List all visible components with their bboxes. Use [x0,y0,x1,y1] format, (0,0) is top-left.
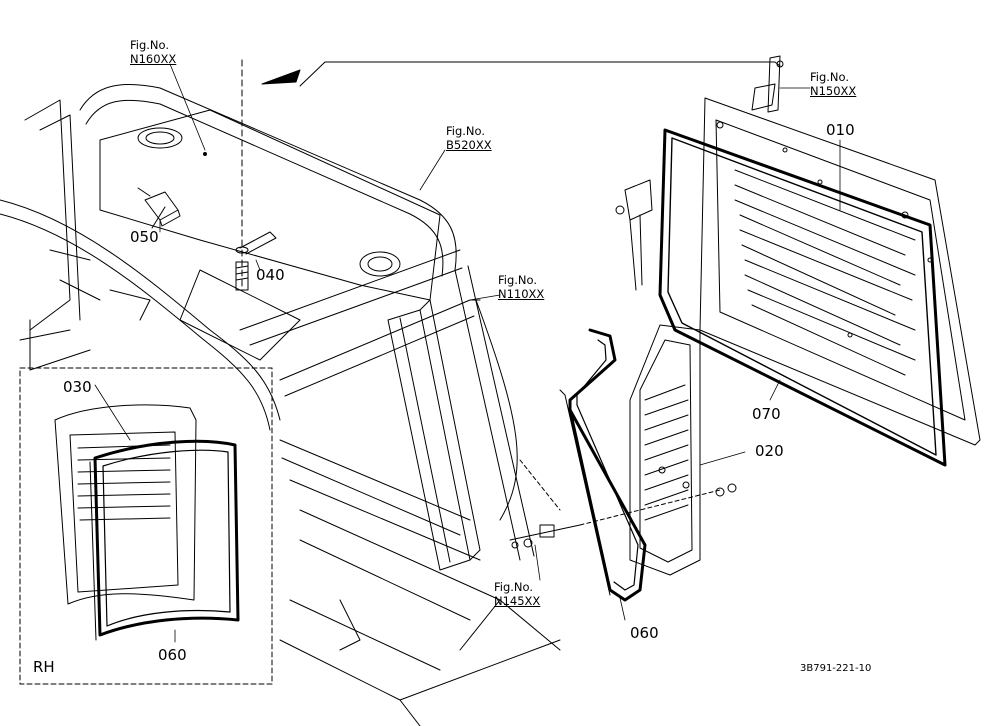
part-label-030: 030 [63,378,92,396]
figref-n160: Fig.No. N160XX [130,38,177,66]
figref-n150-line2: N150XX [810,83,857,98]
figref-n160-line2: N160XX [130,51,177,66]
part-020-side-glass [629,324,701,576]
figref-n145: Fig.No. N145XX [494,580,541,608]
figref-n145-line1: Fig.No. [494,580,534,594]
drawing-reference: 3B791-221-10 [800,663,872,674]
inset-rh-frame [19,367,273,685]
figref-n150-line1: Fig.No. [810,70,850,84]
figref-n150: Fig.No. N150XX [810,70,857,98]
part-060-side-seal [559,328,647,602]
part-label-010: 010 [826,121,855,139]
figref-b520-line1: Fig.No. [446,124,486,138]
part-label-060: 060 [630,624,659,642]
part-070-rear-seal [658,128,947,467]
arrow-n150 [261,69,301,85]
part-label-060-inset: 060 [158,646,187,664]
figref-n145-line2: N145XX [494,593,541,608]
part-040-bolt [235,59,277,291]
part-label-070: 070 [752,405,781,423]
leader-n150 [299,61,781,87]
figref-b520-line2: B520XX [446,137,492,152]
figref-n110-line1: Fig.No. [498,273,538,287]
cab-frame [0,83,561,726]
part-010-rear-glass [699,97,981,446]
figref-n110-line2: N110XX [498,286,545,301]
hardware-n145 [509,459,737,549]
part-label-020: 020 [755,442,784,460]
part-050-switch [137,187,181,229]
part-label-040: 040 [256,266,285,284]
inset-rh-parts [54,404,240,641]
part-label-050: 050 [130,228,159,246]
inset-side-label: RH [33,658,55,676]
figref-n110: Fig.No. N110XX [498,273,545,301]
hinge-n150 [615,55,781,291]
figref-n160-line1: Fig.No. [130,38,170,52]
leader-lines [94,63,841,643]
figref-b520: Fig.No. B520XX [446,124,492,152]
